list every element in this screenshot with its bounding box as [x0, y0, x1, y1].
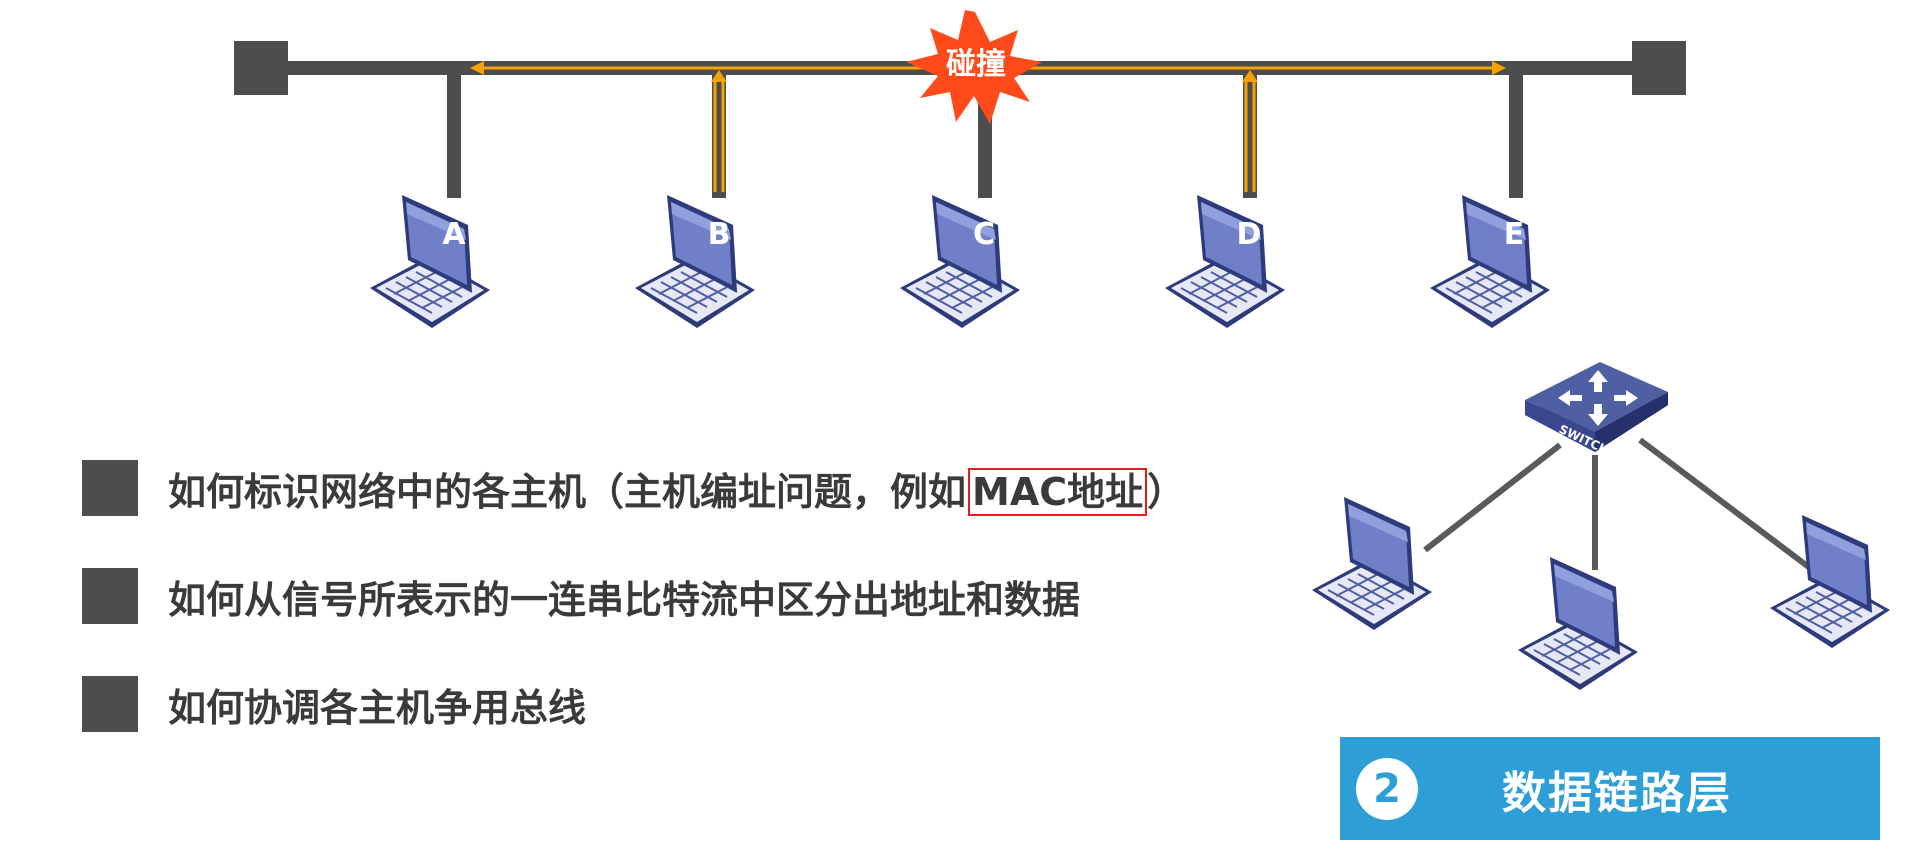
switch-links — [1423, 437, 1812, 571]
section-badge: 2 数据链路层 — [1340, 737, 1880, 840]
host-label-e: E — [1504, 217, 1525, 252]
arrow-head-b — [711, 70, 727, 82]
arrow-head-right — [1492, 61, 1506, 75]
laptop-b-icon: B — [634, 194, 756, 329]
laptop-a-icon: A — [369, 194, 491, 329]
host-label-a: A — [442, 217, 466, 252]
drop-line-a — [447, 73, 461, 198]
collision-label: 碰撞 — [946, 47, 1006, 82]
bullet-square-icon — [82, 676, 138, 732]
laptop-left-icon — [1311, 496, 1433, 631]
laptop-d-icon: D — [1164, 194, 1286, 329]
host-label-c: C — [973, 217, 995, 252]
bullet-suffix-text: ） — [1147, 469, 1186, 514]
bus-terminator-right — [1632, 41, 1686, 95]
bullet-square-icon — [82, 460, 138, 516]
host-label-b: B — [708, 217, 731, 252]
switch-diagram: SWITCH — [1311, 362, 1891, 691]
laptop-right-icon — [1769, 514, 1891, 649]
bullet-text: 如何从信号所表示的一连串比特流中区分出地址和数据 — [168, 577, 1081, 622]
bullet-item-media-access: 如何协调各主机争用总线 — [82, 676, 586, 732]
switch-arrows-icon — [1558, 370, 1638, 426]
laptop-e-icon: E — [1429, 194, 1551, 329]
laptop-middle-icon — [1517, 556, 1639, 691]
arrow-head-left — [470, 61, 484, 75]
section-title: 数据链路层 — [1502, 767, 1732, 819]
bus-terminator-left — [234, 41, 288, 95]
bus-diagram: 碰撞 A B C D E — [234, 10, 1686, 329]
host-label-d: D — [1237, 217, 1262, 252]
arrow-head-d — [1242, 70, 1258, 82]
collision-burst-icon — [906, 10, 1042, 124]
section-number: 2 — [1356, 757, 1418, 820]
mac-address-highlight: MAC地址 — [968, 467, 1148, 516]
bullet-item-framing: 如何从信号所表示的一连串比特流中区分出地址和数据 — [82, 568, 1080, 624]
bullet-main-text: 如何标识网络中的各主机（主机编址问题，例如 — [168, 469, 967, 514]
laptop-c-icon: C — [899, 194, 1021, 329]
bullet-text: 如何协调各主机争用总线 — [168, 685, 587, 730]
bullet-square-icon — [82, 568, 138, 624]
drop-line-e — [1509, 73, 1523, 198]
